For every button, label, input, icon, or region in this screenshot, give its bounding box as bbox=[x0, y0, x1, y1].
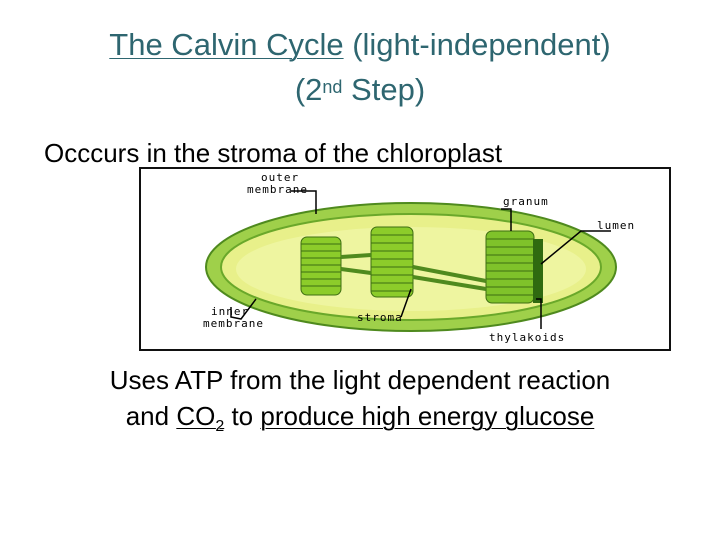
chloroplast-diagram: outer membrane granum lumen inner membra… bbox=[139, 167, 671, 351]
granum-stack-3 bbox=[485, 230, 535, 304]
title-step-post: Step) bbox=[342, 72, 426, 107]
outer-membrane-pointer bbox=[291, 190, 317, 214]
label-lumen: lumen bbox=[597, 219, 635, 232]
label-outer: outer bbox=[261, 171, 299, 184]
glucose-text: produce high energy glucose bbox=[260, 401, 595, 431]
slide-title: The Calvin Cycle (light-independent) (2n… bbox=[0, 22, 720, 112]
title-underlined-text: The Calvin Cycle bbox=[109, 27, 344, 62]
granum-pointer bbox=[501, 208, 512, 231]
stroma-pointer bbox=[400, 288, 412, 318]
granum-stack-2 bbox=[370, 226, 414, 298]
title-step-pre: (2 bbox=[294, 72, 323, 107]
chloroplast-illustration: outer membrane granum lumen inner membra… bbox=[203, 171, 635, 344]
co2-base: CO bbox=[176, 401, 216, 431]
label-granum: granum bbox=[503, 195, 549, 208]
thylakoid-highlight bbox=[533, 239, 543, 303]
uses-to: to bbox=[224, 401, 261, 431]
title-line-1: The Calvin Cycle (light-independent) bbox=[0, 22, 720, 67]
title-line-2: (2nd Step) bbox=[0, 67, 720, 112]
location-text: Occcurs in the stroma of the chloroplast bbox=[44, 138, 503, 168]
thylakoids-pointer bbox=[536, 298, 542, 329]
co2-subscript: 2 bbox=[215, 418, 225, 435]
co2-text: CO2 bbox=[176, 401, 224, 435]
label-inner-membrane: membrane bbox=[203, 317, 264, 330]
uses-line-1: Uses ATP from the light dependent reacti… bbox=[109, 365, 611, 395]
uses-paragraph: Uses ATP from the light dependent reacti… bbox=[40, 362, 680, 439]
title-rest-text: (light-independent) bbox=[343, 27, 611, 62]
label-outer-membrane: membrane bbox=[247, 183, 308, 196]
inner-membrane-pointer bbox=[230, 298, 257, 320]
title-step-sup: nd bbox=[322, 77, 343, 97]
uses-line-2: and CO2 to produce high energy glucose bbox=[40, 398, 680, 439]
uses-and: and bbox=[125, 401, 177, 431]
label-stroma: stroma bbox=[357, 311, 403, 324]
stroma-lamellae bbox=[340, 253, 487, 291]
lumen-pointer bbox=[540, 230, 611, 265]
label-inner: inner bbox=[211, 305, 249, 318]
label-thylakoids: thylakoids bbox=[489, 331, 565, 344]
granum-stack-1 bbox=[300, 236, 342, 296]
